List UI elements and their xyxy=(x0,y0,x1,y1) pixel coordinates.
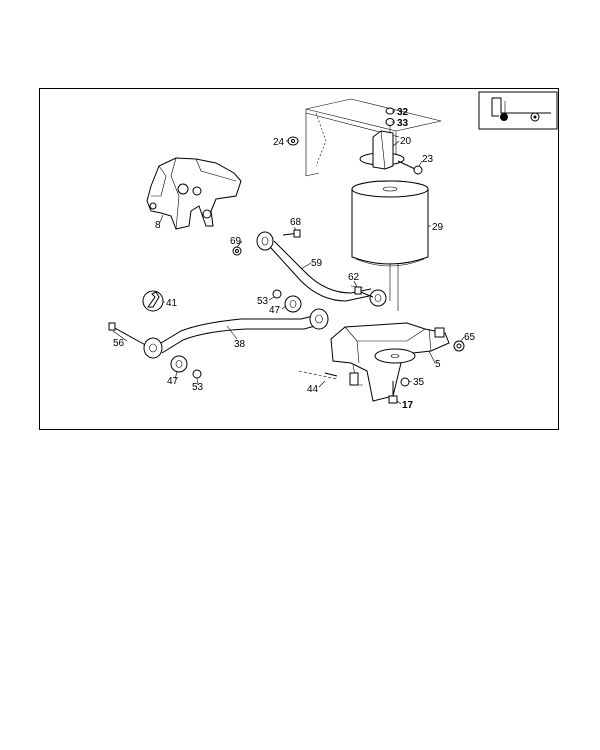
callout-68: 68 xyxy=(290,217,302,228)
callout-44: 44 xyxy=(307,384,319,395)
callout-47-upper: 47 xyxy=(269,305,281,316)
nut-53-lower xyxy=(192,369,202,379)
torque-rod-38 xyxy=(143,308,329,359)
callout-32: 32 xyxy=(397,107,409,118)
bolt-62 xyxy=(354,286,374,298)
callout-47-lower: 47 xyxy=(167,376,179,387)
callout-62: 62 xyxy=(348,272,360,283)
callout-29: 29 xyxy=(432,222,444,233)
wrench-icon xyxy=(142,290,164,312)
bushing-47-upper xyxy=(284,295,302,313)
nut-65 xyxy=(453,340,465,352)
nut-35 xyxy=(400,377,410,387)
exploded-parts-diagram: 32 33 20 24 23 8 29 68 69 59 62 53 47 41… xyxy=(108,91,558,411)
callout-24: 24 xyxy=(273,137,285,148)
air-spring-29 xyxy=(351,180,429,311)
callout-5: 5 xyxy=(435,359,441,370)
bolt-17 xyxy=(388,381,398,404)
bolt-44 xyxy=(298,370,338,380)
callout-35: 35 xyxy=(413,377,425,388)
callout-65: 65 xyxy=(464,332,476,343)
diagram-frame: 32 33 20 24 23 8 29 68 69 59 62 53 47 41… xyxy=(39,88,559,430)
callout-59: 59 xyxy=(311,258,323,269)
axle-bracket-5 xyxy=(330,322,450,402)
bolt-23 xyxy=(397,160,423,175)
callout-53-lower: 53 xyxy=(192,382,204,393)
truck-rear-axle-icon xyxy=(478,91,558,130)
nut-69 xyxy=(232,246,242,256)
spring-bracket-8 xyxy=(146,157,242,230)
bolt-56 xyxy=(108,322,150,348)
bracket-20 xyxy=(359,130,405,170)
callout-20: 20 xyxy=(400,136,412,147)
callout-33: 33 xyxy=(397,118,409,129)
callout-38: 38 xyxy=(234,339,246,350)
callout-labels: 32 33 20 24 23 8 29 68 69 59 62 53 47 41… xyxy=(113,107,476,411)
callout-69: 69 xyxy=(230,236,242,247)
callout-8: 8 xyxy=(155,220,161,231)
torque-rod-59 xyxy=(256,231,387,307)
callout-56: 56 xyxy=(113,338,125,349)
leader-lines xyxy=(112,110,465,405)
callout-53-upper: 53 xyxy=(257,296,269,307)
bushing-47-lower xyxy=(170,355,188,373)
callout-41: 41 xyxy=(166,298,178,309)
bolt-68 xyxy=(282,229,301,238)
callout-23: 23 xyxy=(422,154,434,165)
callout-17: 17 xyxy=(402,400,414,411)
washer-24 xyxy=(287,136,299,146)
frame-rail xyxy=(305,98,442,177)
nut-53-upper xyxy=(272,289,282,299)
